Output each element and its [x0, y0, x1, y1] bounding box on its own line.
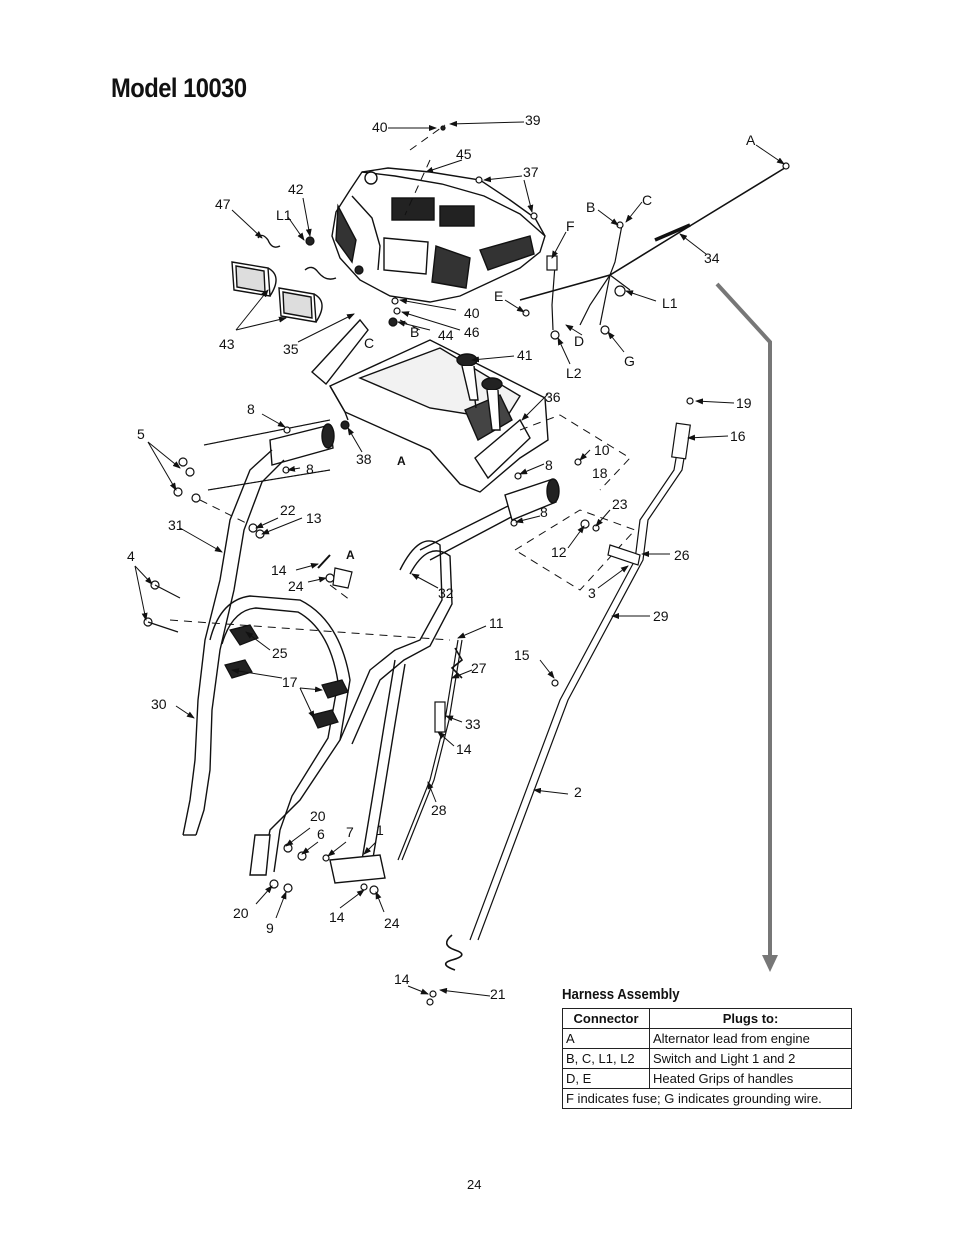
callout-32: 32 — [438, 585, 454, 601]
callout-21: 21 — [490, 986, 506, 1002]
callout-14-c: 14 — [329, 909, 345, 925]
table-row: B, C, L1, L2 Switch and Light 1 and 2 — [562, 1048, 852, 1069]
connector-cell: A — [562, 1028, 650, 1049]
callout-L1-left: L1 — [276, 207, 292, 223]
callout-2: 2 — [574, 784, 582, 800]
callout-25: 25 — [272, 645, 288, 661]
callout-42: 42 — [288, 181, 304, 197]
callout-29: 29 — [653, 608, 669, 624]
callout-8-c: 8 — [545, 457, 553, 473]
callout-38: 38 — [356, 451, 372, 467]
callout-36: 36 — [545, 389, 561, 405]
callout-A-bracket: A — [346, 548, 355, 562]
callout-C: C — [642, 192, 652, 208]
dash-frame — [310, 318, 549, 493]
callout-10: 10 — [594, 442, 610, 458]
callout-18: 18 — [592, 465, 608, 481]
callout-16: 16 — [730, 428, 746, 444]
plugs-to-cell: Heated Grips of handles — [649, 1068, 852, 1089]
callout-47: 47 — [215, 196, 231, 212]
callout-11: 11 — [489, 615, 504, 631]
callout-46: 46 — [464, 324, 480, 340]
harness-assembly-table: Connector Plugs to: A Alternator lead fr… — [562, 1008, 852, 1109]
callout-12: 12 — [551, 544, 567, 560]
callout-20-b: 20 — [233, 905, 249, 921]
callout-14-a: 14 — [271, 562, 287, 578]
page-number: 24 — [467, 1177, 482, 1192]
callout-24-b: 24 — [384, 915, 400, 931]
callout-30: 30 — [151, 696, 167, 712]
callout-3: 3 — [588, 585, 596, 601]
callout-A-frame: A — [397, 454, 406, 468]
callout-19: 19 — [736, 395, 752, 411]
callout-23: 23 — [612, 496, 628, 512]
callout-15: 15 — [514, 647, 530, 663]
callout-B-switch: B — [410, 324, 419, 340]
callout-L2: L2 — [566, 365, 582, 381]
column-header-plugs-to: Plugs to: — [649, 1008, 852, 1029]
callout-5: 5 — [137, 426, 145, 442]
connector-cell: D, E — [562, 1068, 650, 1089]
leader-lines — [134, 120, 785, 997]
callout-27: 27 — [471, 660, 487, 676]
callout-E: E — [494, 288, 503, 304]
callout-31: 31 — [168, 517, 184, 533]
callout-4: 4 — [127, 548, 135, 564]
plugs-to-cell: Alternator lead from engine — [649, 1028, 852, 1049]
connector-cell: B, C, L1, L2 — [562, 1048, 650, 1069]
dashboard-console — [331, 167, 546, 303]
callout-6: 6 — [317, 826, 325, 842]
callout-26: 26 — [674, 547, 690, 563]
callout-43: 43 — [219, 336, 235, 352]
callout-20-a: 20 — [310, 808, 326, 824]
callout-F: F — [566, 218, 575, 234]
callout-G: G — [624, 353, 635, 369]
callout-1: 1 — [376, 822, 384, 838]
callout-9: 9 — [266, 920, 274, 936]
callout-8-a: 8 — [247, 401, 255, 417]
harness-pointer-arrow — [715, 282, 778, 972]
callout-37: 37 — [523, 164, 539, 180]
table-header-row: Connector Plugs to: — [562, 1008, 852, 1029]
callout-17: 17 — [282, 674, 298, 690]
table-row: A Alternator lead from engine — [562, 1028, 852, 1049]
callout-L1-right: L1 — [662, 295, 678, 311]
table-footnote: F indicates fuse; G indicates grounding … — [562, 1088, 852, 1109]
callout-33: 33 — [465, 716, 481, 732]
callout-B: B — [586, 199, 595, 215]
handle-tubes — [182, 418, 560, 884]
callout-7: 7 — [346, 824, 354, 840]
harness-assembly-title: Harness Assembly — [562, 986, 680, 1003]
page-title: Model 10030 — [111, 73, 247, 103]
callout-labels: 40 39 45 37 A 42 47 L1 B C F 34 E L1 D G… — [127, 112, 756, 1002]
plugs-to-cell: Switch and Light 1 and 2 — [649, 1048, 852, 1069]
callout-13: 13 — [306, 510, 322, 526]
callout-28: 28 — [431, 802, 447, 818]
callout-A-harness: A — [746, 132, 756, 148]
callout-40-top: 40 — [372, 119, 388, 135]
callout-35: 35 — [283, 341, 299, 357]
callout-39: 39 — [525, 112, 541, 128]
callout-22: 22 — [280, 502, 296, 518]
table-footer-row: F indicates fuse; G indicates grounding … — [562, 1088, 852, 1109]
callout-40-mid: 40 — [464, 305, 480, 321]
callout-D: D — [574, 333, 584, 349]
column-header-connector: Connector — [562, 1008, 650, 1029]
callout-14-d: 14 — [394, 971, 410, 987]
callout-14-b: 14 — [456, 741, 472, 757]
callout-24-a: 24 — [288, 578, 304, 594]
callout-8-d: 8 — [540, 504, 548, 520]
callout-8-b: 8 — [306, 461, 314, 477]
table-row: D, E Heated Grips of handles — [562, 1068, 852, 1089]
callout-45: 45 — [456, 146, 472, 162]
light-housings — [231, 234, 337, 323]
rods-cables — [203, 165, 789, 971]
callout-C-switch: C — [364, 335, 374, 351]
callout-34: 34 — [704, 250, 720, 266]
callout-41: 41 — [517, 347, 533, 363]
callout-44: 44 — [438, 327, 454, 343]
